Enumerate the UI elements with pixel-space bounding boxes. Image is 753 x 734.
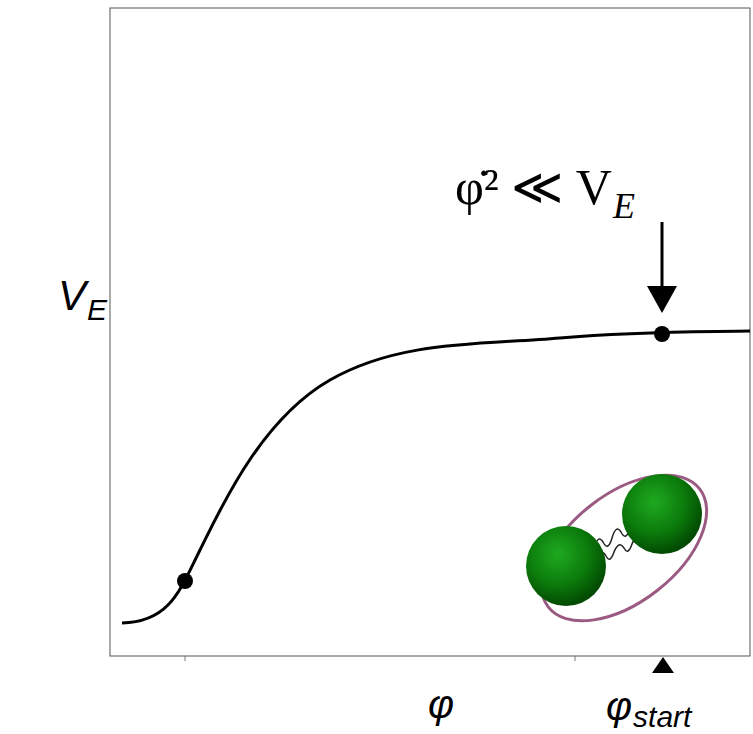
axis-subscript: E xyxy=(87,295,107,325)
axis-subscript: start xyxy=(633,702,691,732)
axis-label: φ xyxy=(428,684,454,724)
molecule-icon xyxy=(515,446,733,649)
end-dot xyxy=(177,573,193,589)
axis-label: φ xyxy=(606,686,632,726)
start-dot xyxy=(654,326,670,342)
plot-frame xyxy=(110,8,750,656)
pointer-head xyxy=(647,286,677,313)
pointer-arrow xyxy=(661,222,664,288)
condition-text: φ̇² ≪ V xyxy=(455,162,612,212)
axis-ticks xyxy=(185,656,575,661)
start-marker xyxy=(652,657,674,673)
potential-curve xyxy=(122,331,750,623)
condition-subscript: E xyxy=(613,188,635,224)
axis-label: V xyxy=(58,275,86,317)
